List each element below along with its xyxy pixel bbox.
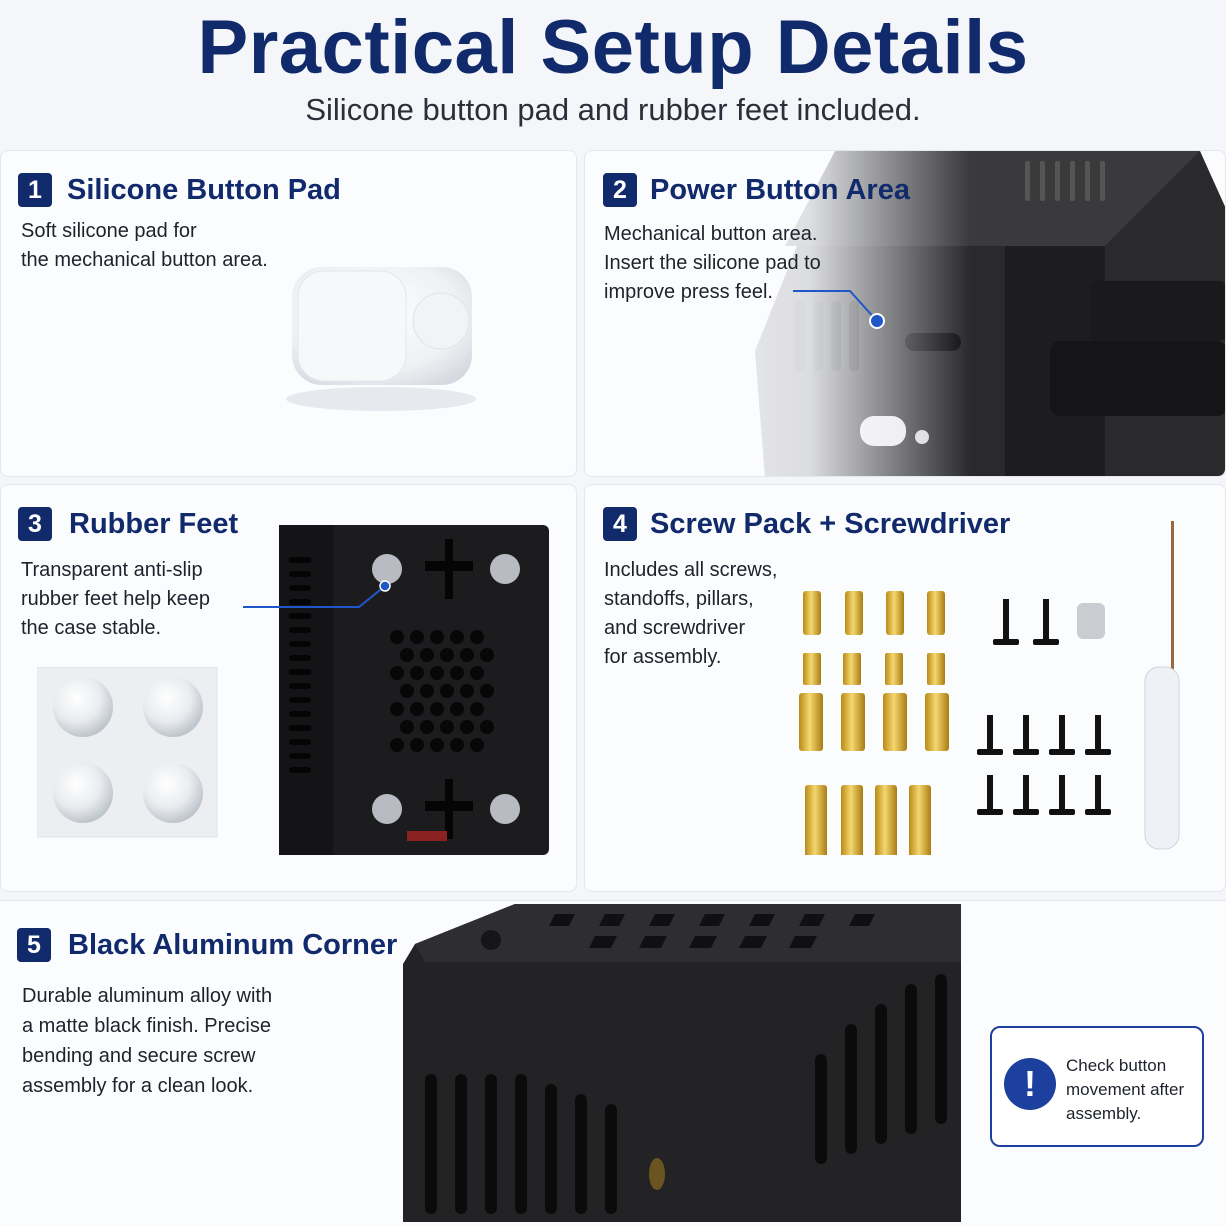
card-line: Includes all screws, <box>604 559 778 581</box>
card-line: standoffs, pillars, <box>604 588 754 610</box>
card-number: 2 <box>603 173 637 207</box>
hardware-kit-image <box>799 521 1180 855</box>
card-description: Includes all screws, standoffs, pillars,… <box>604 556 777 672</box>
case-corner-photo <box>403 904 961 1222</box>
card-line: and screwdriver <box>604 617 746 639</box>
silicone-pad-image <box>286 267 476 411</box>
case-side-photo <box>585 151 1225 476</box>
card-number: 4 <box>603 507 637 541</box>
card-description: Durable aluminum alloy with a matte blac… <box>22 981 272 1101</box>
card-title: Power Button Area <box>650 174 910 206</box>
page-title: Practical Setup Details <box>197 5 1029 90</box>
card-line: assembly for a clean look. <box>22 1075 254 1097</box>
card-line: bending and secure screw <box>22 1045 256 1067</box>
card-line: Durable aluminum alloy with <box>22 985 273 1007</box>
card-rubber-feet: 3 Rubber Feet Transparent anti-slip rubb… <box>0 484 577 892</box>
notice-callout: ! Check button movement after assembly. <box>990 1026 1204 1147</box>
card-title: Rubber Feet <box>69 508 239 540</box>
card-line: a matte black finish. Precise <box>22 1015 271 1037</box>
card-description: Mechanical button area. Insert the silic… <box>604 220 821 307</box>
page-header: Practical Setup Details Silicone button … <box>0 0 1226 148</box>
card-power-button-area: 2 Power Button Area Mechanical button ar… <box>584 150 1226 477</box>
card-line: Transparent anti-slip <box>21 559 203 581</box>
card-description: Transparent anti-slip rubber feet help k… <box>21 556 210 643</box>
card-title: Screw Pack + Screwdriver <box>650 508 1011 540</box>
card-silicone-button-pad: 1 Silicone Button Pad Soft silicone pad … <box>0 150 577 477</box>
card-description: Soft silicone pad for the mechanical but… <box>21 217 268 275</box>
card-line: for assembly. <box>604 646 722 668</box>
rubber-feet-sheet-image <box>37 667 218 838</box>
card-number: 1 <box>18 173 52 207</box>
notice-text: Check button movement after assembly. <box>1066 1054 1184 1126</box>
notice-line: Check button <box>1066 1056 1167 1075</box>
exclamation-icon: ! <box>1004 1058 1056 1110</box>
card-line: the case stable. <box>21 617 162 639</box>
page-subtitle: Silicone button pad and rubber feet incl… <box>305 92 921 127</box>
case-bottom-photo <box>279 525 549 855</box>
card-title: Black Aluminum Corner <box>68 929 398 961</box>
card-black-aluminum-corner: 5 Black Aluminum Corner Durable aluminum… <box>0 900 1226 1226</box>
notice-line: assembly. <box>1066 1104 1142 1123</box>
card-line: Mechanical button area. <box>604 223 818 245</box>
card-title: Silicone Button Pad <box>67 174 341 206</box>
feet-pointer-line <box>243 580 391 608</box>
card-number: 3 <box>18 507 52 541</box>
card-line: rubber feet help keep <box>21 588 211 610</box>
card-line: improve press feel. <box>604 281 773 303</box>
card-screw-pack: 4 Screw Pack + Screwdriver Includes all … <box>584 484 1226 892</box>
card-number: 5 <box>17 928 51 962</box>
card-line: Soft silicone pad for <box>21 220 197 242</box>
notice-line: movement after <box>1066 1080 1185 1099</box>
card-line: the mechanical button area. <box>21 249 268 271</box>
card-line: Insert the silicone pad to <box>604 252 821 274</box>
